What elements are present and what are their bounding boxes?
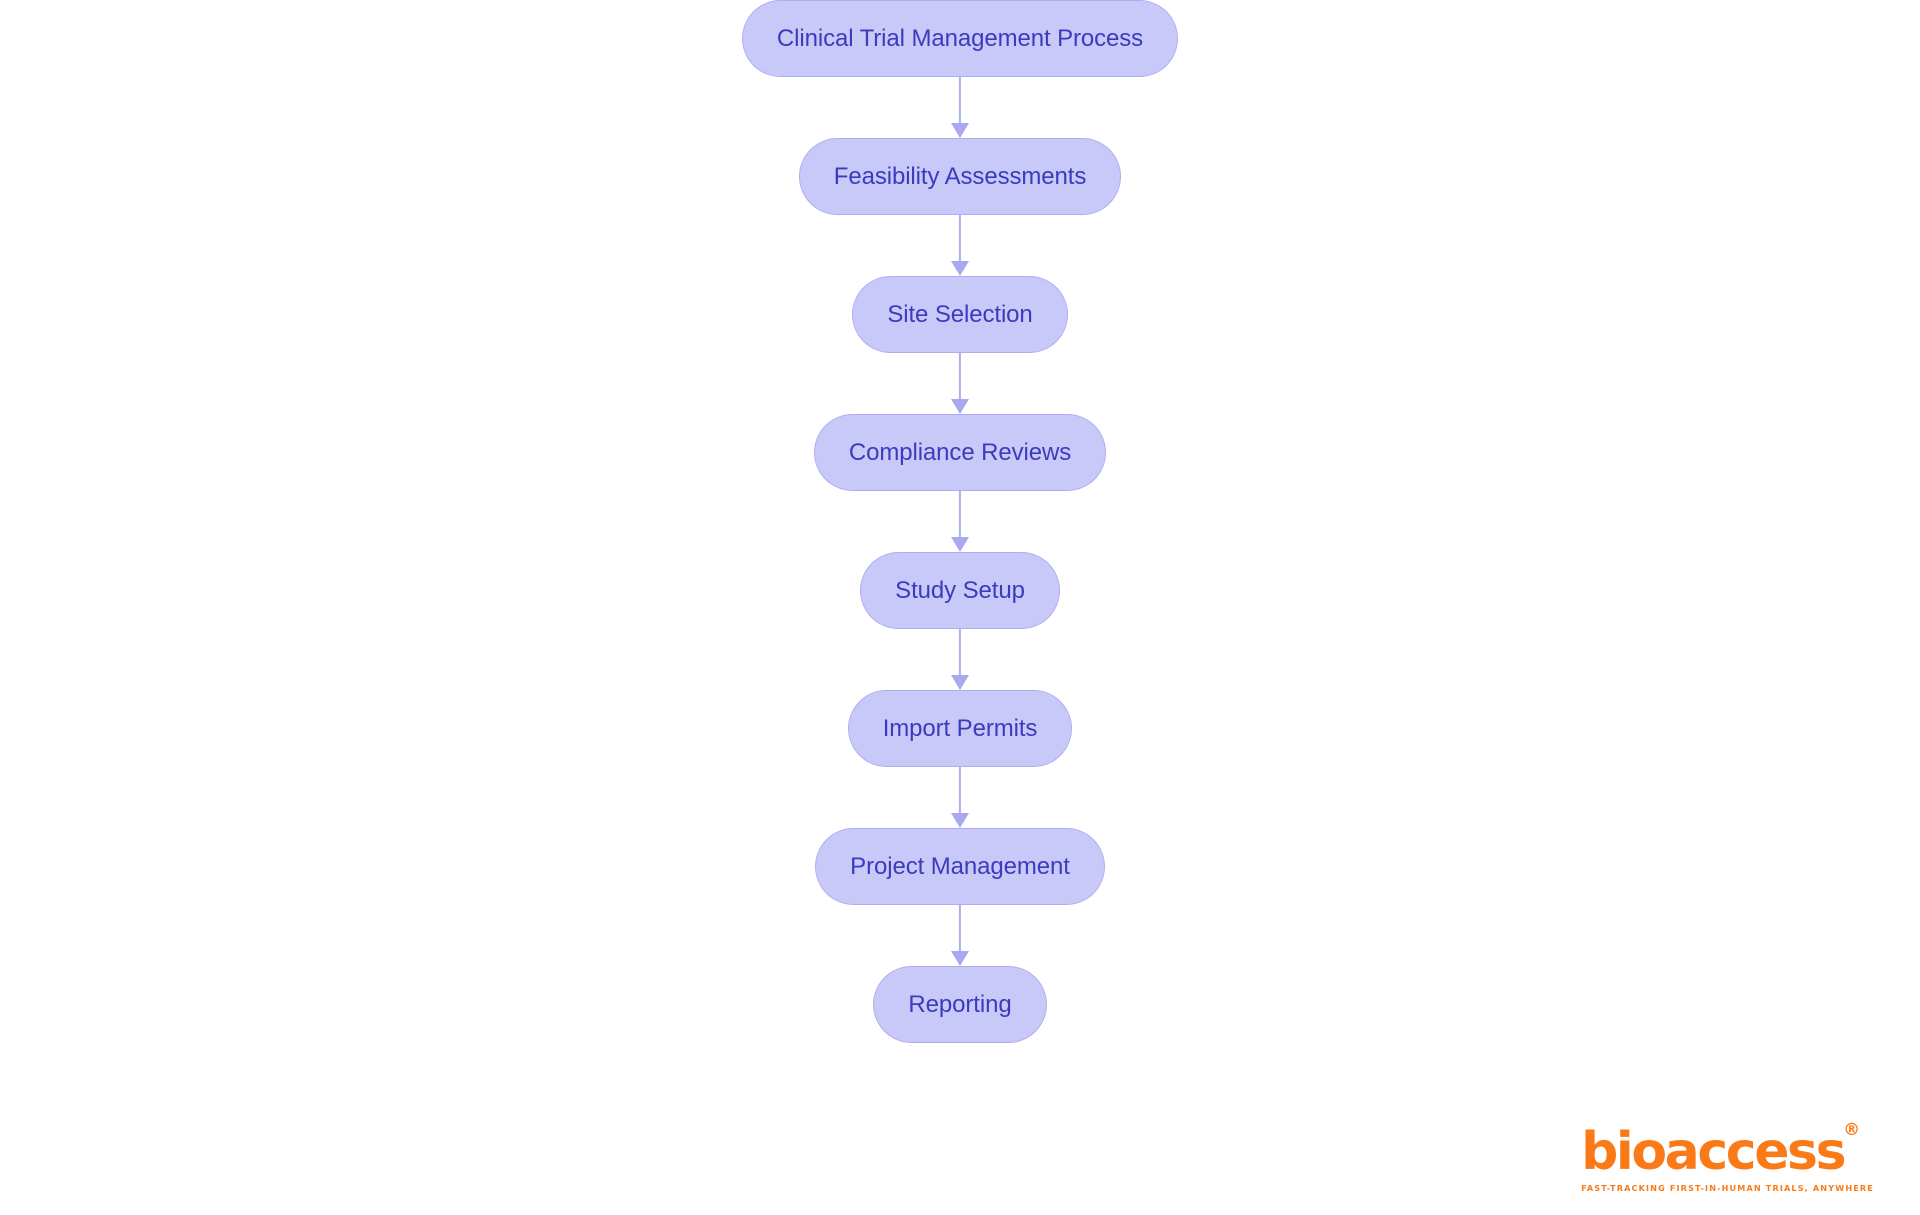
arrow-head-down-icon (951, 399, 969, 414)
flow-arrow-7 (943, 905, 977, 966)
process-flow-column: Clinical Trial Management Process Feasib… (741, 0, 1179, 1043)
flow-node-label: Clinical Trial Management Process (776, 24, 1144, 52)
flow-node-label: Reporting (908, 990, 1012, 1018)
arrow-line-icon (958, 215, 962, 262)
flow-node-clinical-trial-management-process[interactable]: Clinical Trial Management Process (741, 0, 1179, 77)
flow-arrow-4 (943, 491, 977, 552)
flow-node-project-management[interactable]: Project Management (815, 828, 1105, 905)
arrow-head-down-icon (951, 813, 969, 828)
arrow-head-down-icon (951, 123, 969, 138)
brand-wordmark-text: bioaccess (1581, 1122, 1846, 1182)
arrow-line-icon (958, 629, 962, 676)
flow-node-import-permits[interactable]: Import Permits (847, 690, 1073, 767)
flow-node-site-selection[interactable]: Site Selection (852, 276, 1068, 353)
flow-node-label: Import Permits (882, 714, 1038, 742)
flow-node-label: Project Management (850, 852, 1070, 880)
arrow-head-down-icon (951, 951, 969, 966)
registered-trademark-icon: ® (1843, 1120, 1861, 1140)
flow-arrow-2 (943, 215, 977, 276)
flow-node-label: Compliance Reviews (848, 438, 1072, 466)
arrow-line-icon (958, 77, 962, 124)
flow-arrow-3 (943, 353, 977, 414)
flow-node-label: Site Selection (887, 300, 1033, 328)
flow-node-label: Feasibility Assessments (833, 162, 1087, 190)
bioaccess-logo: bioaccess® FAST-TRACKING FIRST-IN-HUMAN … (1581, 1122, 1874, 1194)
arrow-line-icon (958, 767, 962, 814)
arrow-head-down-icon (951, 675, 969, 690)
flow-arrow-5 (943, 629, 977, 690)
flow-node-feasibility-assessments[interactable]: Feasibility Assessments (798, 138, 1122, 215)
flow-node-reporting[interactable]: Reporting (873, 966, 1047, 1043)
flow-arrow-1 (943, 77, 977, 138)
flow-node-study-setup[interactable]: Study Setup (860, 552, 1060, 629)
arrow-head-down-icon (951, 261, 969, 276)
arrow-head-down-icon (951, 537, 969, 552)
brand-tagline: FAST-TRACKING FIRST-IN-HUMAN TRIALS, ANY… (1581, 1183, 1874, 1193)
flow-node-compliance-reviews[interactable]: Compliance Reviews (813, 414, 1107, 491)
arrow-line-icon (958, 491, 962, 538)
arrow-line-icon (958, 353, 962, 400)
brand-wordmark: bioaccess® (1581, 1122, 1860, 1179)
arrow-line-icon (958, 905, 962, 952)
flow-arrow-6 (943, 767, 977, 828)
flow-node-label: Study Setup (895, 576, 1025, 604)
